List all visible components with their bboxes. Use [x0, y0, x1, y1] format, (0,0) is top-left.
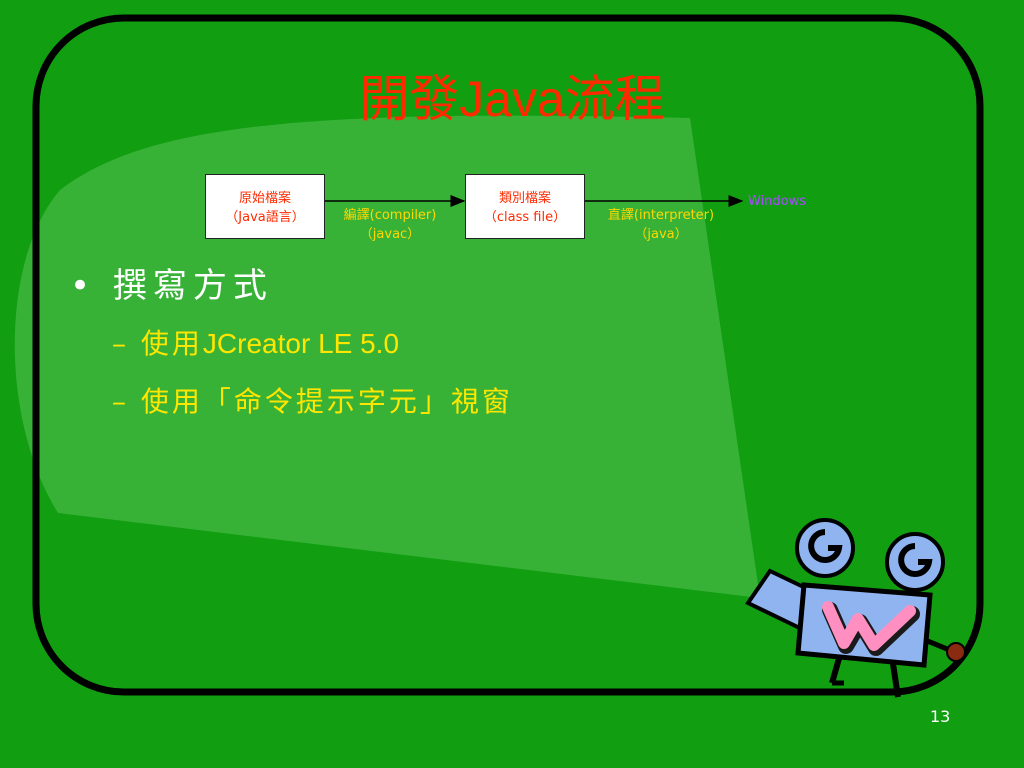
- bullet-sub-1-latin: JCreator LE 5.0: [202, 328, 400, 359]
- bullet-main-text: 撰寫方式: [112, 266, 273, 306]
- slide-title: 開發Java流程: [0, 66, 1024, 132]
- rounded-frame: [32, 14, 984, 696]
- bullet-sub-1-cjk: 使用: [140, 327, 203, 360]
- interpret-label: 直譯(interpreter) （java）: [596, 206, 726, 244]
- compile-label-line1: 編譯(compiler): [343, 208, 437, 223]
- bullet-sub-2: – 使用「命令提示字元」視窗: [112, 380, 513, 420]
- class-file-line1: 類別檔案: [498, 191, 551, 206]
- windows-target: Windows: [748, 194, 807, 209]
- page-number: 13: [930, 707, 951, 726]
- title-latin: Java: [459, 71, 565, 127]
- interpret-label-line2: （java）: [634, 227, 688, 242]
- movie-camera-icon: [745, 518, 966, 698]
- compile-label-line2: （javac）: [359, 227, 421, 242]
- compile-label: 編譯(compiler) （javac）: [328, 206, 452, 244]
- source-file-box: 原始檔案 （Java語言）: [205, 174, 325, 239]
- dash-1: –: [112, 327, 129, 360]
- bullet-sub-2-text: 使用「命令提示字元」視窗: [140, 385, 513, 418]
- dash-2: –: [112, 385, 129, 418]
- bullet-dot-icon: •: [70, 266, 97, 306]
- source-file-line2: （Java語言）: [225, 210, 305, 225]
- class-file-box: 類別檔案 （class file）: [465, 174, 585, 239]
- interpret-label-line1: 直譯(interpreter): [607, 208, 715, 223]
- bullet-main: • 撰寫方式: [70, 258, 273, 307]
- source-file-line1: 原始檔案: [238, 191, 291, 206]
- bullet-sub-1: – 使用JCreator LE 5.0: [112, 322, 399, 362]
- title-cjk-b: 流程: [564, 70, 665, 128]
- class-file-line2: （class file）: [483, 210, 567, 225]
- title-cjk-a: 開發: [359, 70, 460, 128]
